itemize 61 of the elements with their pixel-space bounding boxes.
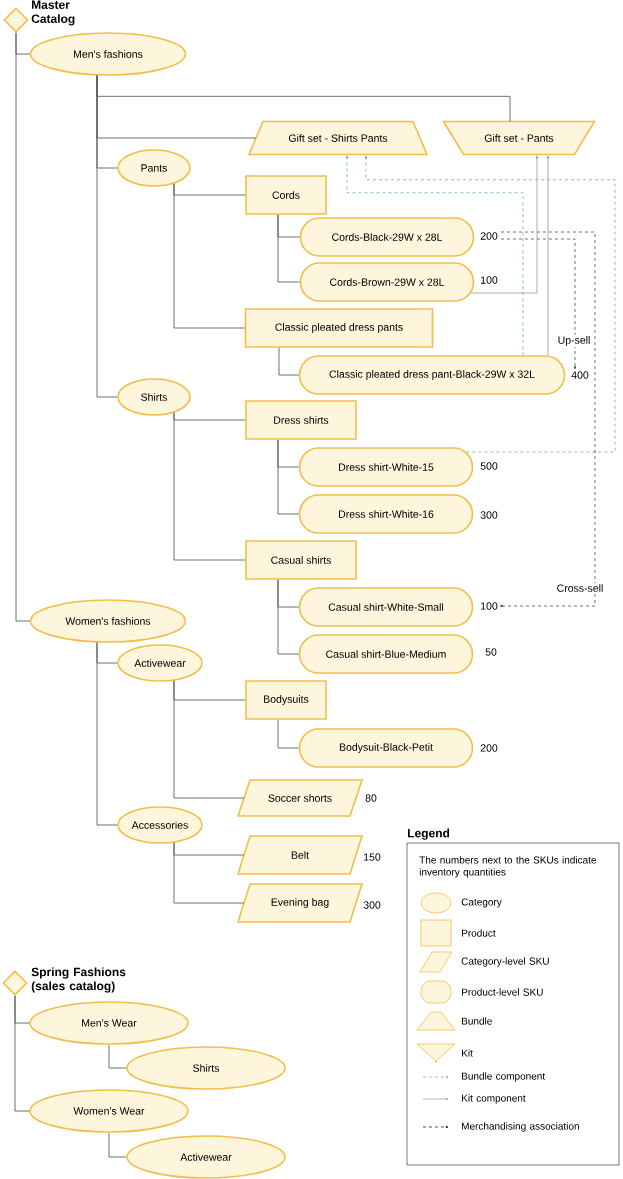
legend-label: Bundle bbox=[462, 1017, 492, 1025]
product-box: Bodysuits bbox=[245, 680, 327, 720]
quantity-label: 100 bbox=[481, 602, 498, 610]
quantity-label: 200 bbox=[480, 744, 498, 752]
sku-pill: Bodysuit-Black-Petit bbox=[298, 728, 474, 768]
quantity-label: 500 bbox=[480, 462, 498, 470]
connector-line bbox=[96, 642, 118, 826]
quantity-label: 300 bbox=[363, 901, 381, 909]
legend-label: Kit component bbox=[462, 1094, 526, 1104]
connector-line bbox=[173, 183, 246, 329]
sku-pill: Cords-Brown-29W x 28L bbox=[299, 262, 475, 302]
arrow bbox=[546, 155, 550, 356]
legend-label: Kit bbox=[462, 1049, 473, 1057]
connector-line bbox=[108, 1132, 127, 1158]
quantity-label: 300 bbox=[480, 511, 498, 519]
legend-heading: Legend bbox=[408, 828, 450, 840]
connector-line bbox=[277, 579, 300, 655]
arrow bbox=[499, 231, 596, 608]
legend-label: Merchandising association bbox=[462, 1122, 579, 1132]
connector-line bbox=[277, 214, 301, 283]
catalog-heading: Master Catalog bbox=[31, 0, 75, 26]
connector-line bbox=[96, 75, 118, 398]
legend-label: Category bbox=[461, 898, 502, 908]
sku-pill: Classic pleated dress pant-Black-29W x 32L bbox=[298, 355, 566, 395]
edge-label: Cross-sell bbox=[555, 583, 605, 593]
arrow bbox=[470, 155, 539, 294]
product-box: Cords bbox=[245, 175, 327, 215]
edge-label: Up-sell bbox=[556, 335, 592, 347]
connector-line bbox=[173, 412, 246, 561]
connector-line bbox=[108, 1044, 127, 1069]
product-box: Dress shirts bbox=[245, 400, 357, 440]
quantity-label: 150 bbox=[364, 853, 381, 861]
arrow bbox=[364, 155, 616, 453]
quantity-label: 100 bbox=[481, 276, 498, 284]
kit-trapezoid: Gift set - Pants bbox=[442, 120, 596, 156]
product-box: Classic pleated dress pants bbox=[244, 308, 434, 348]
legend-label: Category-level SKU bbox=[461, 957, 549, 967]
sku-pill: Dress shirt-White-16 bbox=[298, 494, 474, 534]
arrow bbox=[345, 155, 524, 356]
sku-pill: Casual shirt-Blue-Medium bbox=[298, 634, 474, 674]
legend-note: The numbers next to the SKUs indicate inventory quantities bbox=[419, 856, 596, 878]
quantity-label: 80 bbox=[365, 794, 377, 802]
connector-line bbox=[277, 719, 300, 749]
quantity-label: 50 bbox=[485, 648, 497, 656]
legend-label: Product-level SKU bbox=[462, 988, 543, 996]
legend-label: Bundle component bbox=[462, 1072, 546, 1082]
quantity-label: 400 bbox=[571, 371, 589, 379]
arrow bbox=[500, 238, 577, 370]
connector-line bbox=[173, 680, 245, 799]
sku-pill: Casual shirt-White-Small bbox=[298, 587, 474, 627]
connector-line bbox=[15, 32, 31, 622]
sku-pill: Cords-Black-29W x 28L bbox=[299, 217, 475, 257]
connector-line bbox=[278, 347, 300, 376]
legend-label: Product bbox=[462, 929, 496, 937]
connector-line bbox=[14, 995, 30, 1112]
product-box: Casual shirts bbox=[245, 540, 357, 580]
connector-line bbox=[277, 439, 300, 515]
connector-line bbox=[173, 842, 245, 904]
catalog-heading: Spring Fashions (sales catalog) bbox=[31, 967, 126, 993]
sku-pill: Dress shirt-White-15 bbox=[298, 447, 474, 487]
quantity-label: 200 bbox=[480, 232, 498, 240]
